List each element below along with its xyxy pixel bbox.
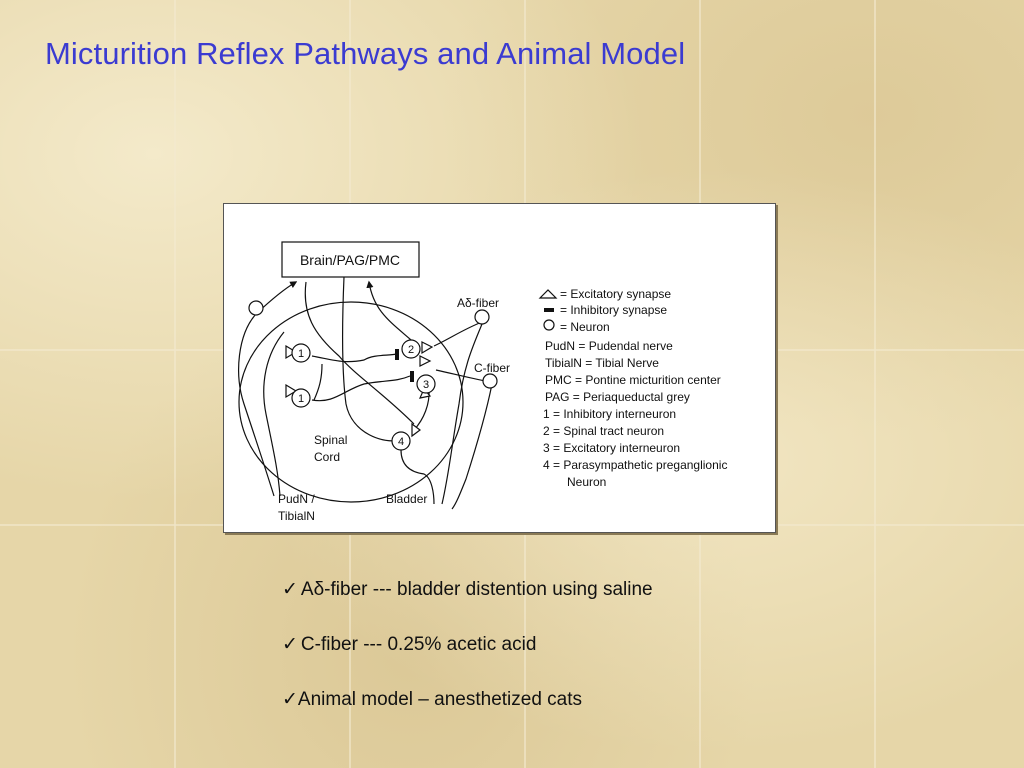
legend-line: TibialN = Tibial Nerve [545,356,659,370]
pudn-neuron [248,300,264,316]
inhibitory-synapse [410,371,414,382]
svg-text:2: 2 [408,344,414,356]
legend-neuron-icon [543,319,555,331]
interneuron-connection-2 [311,375,411,402]
excitatory-synapse [411,422,421,438]
svg-text:1: 1 [298,393,304,405]
checkmark-icon: ✓ [282,634,298,655]
neuron-1-upper: 1 [291,343,311,363]
pudn-nerve-line-2 [263,331,285,497]
neuron-1-lower: 1 [291,388,311,408]
legend-line: PMC = Pontine micturition center [545,373,721,387]
checkmark-icon: ✓ [282,689,298,710]
legend-line: 4 = Parasympathetic preganglionic [543,458,727,472]
legend-neuron-text: = Neuron [560,320,610,334]
c-fiber-neuron [482,373,498,389]
bladder-nerve [400,449,435,505]
legend-inhibitory-text: = Inhibitory synapse [560,303,667,317]
pudn-label-2: TibialN [278,509,315,523]
excitatory-synapse [421,341,434,355]
legend-line: 2 = Spinal tract neuron [543,424,664,438]
neuron-2: 2 [401,339,421,359]
bullet-item: ✓C-fiber --- 0.25% acetic acid [282,634,537,655]
brain-to-sacral [342,276,401,442]
interneuron-connection-1 [311,353,397,363]
slide-title: Micturition Reflex Pathways and Animal M… [45,36,686,71]
checkmark-icon: ✓ [282,579,298,600]
bladder-label: Bladder [386,492,427,506]
spinal-cord-label-1: Spinal [314,433,347,447]
excitatory-synapse [285,383,298,399]
a-delta-fiber-entry [433,321,483,347]
svg-text:4: 4 [398,436,404,448]
legend-line: PudN = Pudendal nerve [545,339,673,353]
spinal-cord-label-2: Cord [314,450,340,464]
legend-line: Neuron [567,475,606,489]
a-delta-fiber-line [441,323,483,505]
c-fiber-line [451,383,493,510]
c-fiber-label: C-fiber [474,361,510,375]
bullet-item: ✓Animal model – anesthetized cats [282,689,583,710]
legend-line: 1 = Inhibitory interneuron [543,407,676,421]
svg-text:3: 3 [423,379,429,391]
neuron-4: 4 [391,431,411,451]
legend-line: PAG = Periaqueductal grey [545,390,690,404]
legend-excitatory-icon [538,289,558,299]
descending-tract [304,281,415,425]
neuron-3: 3 [416,374,436,394]
ascending-tract [366,280,420,348]
legend-line: 3 = Excitatory interneuron [543,441,680,455]
svg-text:1: 1 [298,348,304,360]
bullet-item: ✓Aδ-fiber --- bladder distention using s… [282,579,653,600]
excitatory-synapse [419,355,432,367]
inhibitory-synapse [395,349,399,360]
interneuron-connection-3 [313,363,323,401]
pudn-label-1: PudN / [278,492,315,506]
excitatory-synapse [285,344,298,360]
brain-box-label: Brain/PAG/PMC [300,252,400,268]
a-delta-neuron [474,309,490,325]
a-delta-fiber-label: Aδ-fiber [457,296,499,310]
pudn-nerve-line [238,313,275,497]
spinal-cord-outline [238,301,464,503]
brain-box [281,241,420,278]
legend-excitatory-text: = Excitatory synapse [560,287,671,301]
legend-inhibitory-icon [544,308,554,312]
reflex-pathway-diagram: Brain/PAG/PMC [223,203,776,533]
